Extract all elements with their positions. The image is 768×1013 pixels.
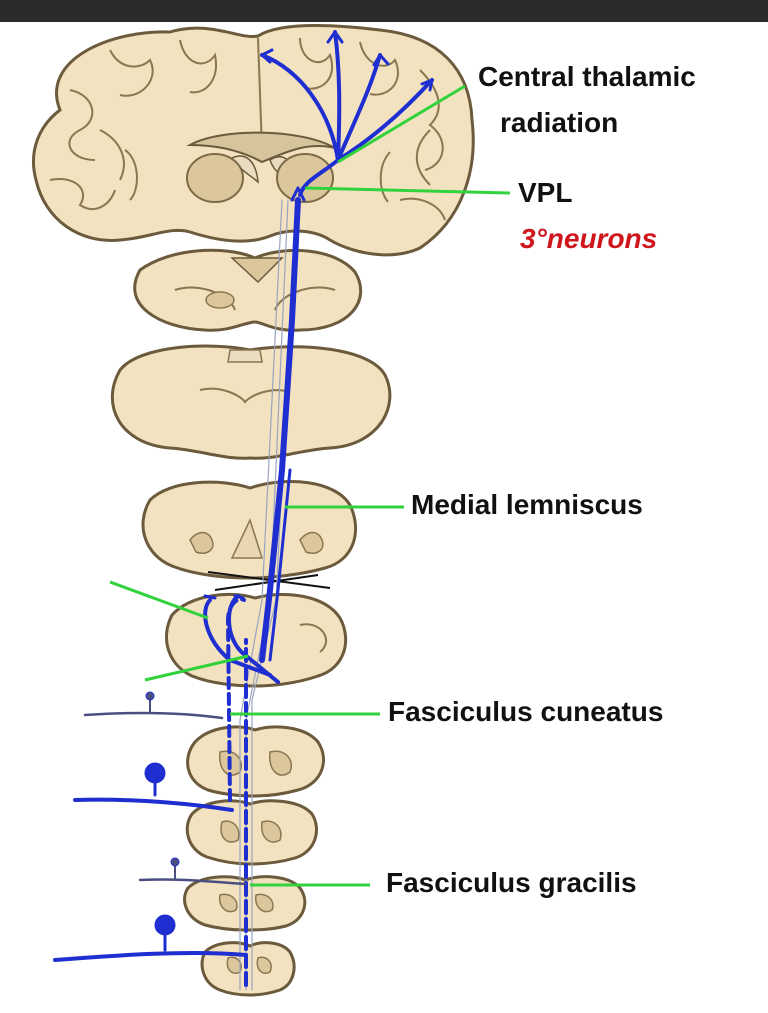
midbrain-section (135, 250, 361, 330)
pons-section (112, 346, 390, 458)
label-third-order-neurons: 3°neurons (520, 222, 657, 256)
lumbar-segment (202, 943, 294, 995)
cervical-segment-1 (188, 727, 324, 796)
label-fasciculus-cuneatus: Fasciculus cuneatus (388, 695, 663, 729)
thalamus-right (277, 154, 333, 202)
upper-medulla-section (143, 481, 356, 578)
label-central-thalamic-radiation-line2: radiation (500, 106, 618, 140)
label-medial-lemniscus: Medial lemniscus (411, 488, 643, 522)
thalamus-left (187, 154, 243, 202)
label-vpl: VPL (518, 176, 572, 210)
label-central-thalamic-radiation-line1: Central thalamic (478, 60, 696, 94)
cerebrum-section (33, 25, 473, 254)
label-fasciculus-gracilis: Fasciculus gracilis (386, 866, 637, 900)
